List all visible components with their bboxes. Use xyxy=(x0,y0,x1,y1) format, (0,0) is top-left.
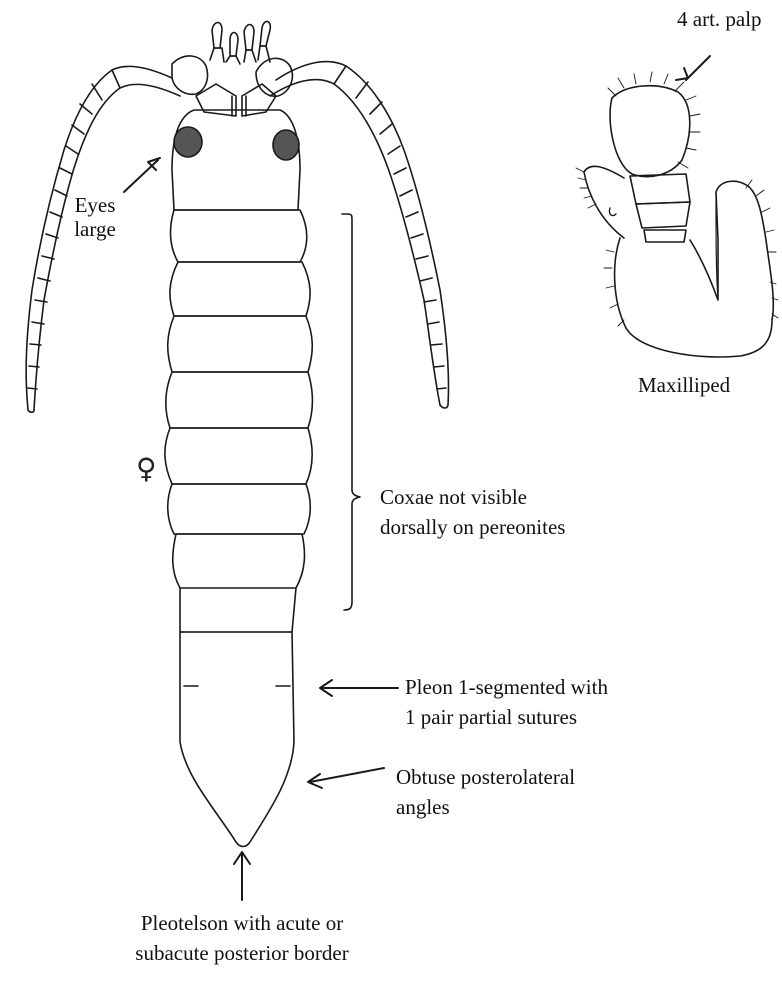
head xyxy=(172,110,300,210)
pereonite-2 xyxy=(170,262,310,316)
right-antenna-base xyxy=(256,58,292,96)
label-angles-line2: angles xyxy=(396,794,450,820)
label-coxae-line2: dorsally on pereonites xyxy=(380,514,565,540)
pereonite-4 xyxy=(166,372,313,428)
label-maxilliped: Maxilliped xyxy=(638,372,730,398)
pereonite-6 xyxy=(168,484,311,534)
arrow-angles xyxy=(310,768,384,782)
label-eyes-line1: Eyes xyxy=(60,192,130,218)
pereonite-7 xyxy=(173,534,305,588)
pereonites xyxy=(165,210,313,588)
label-coxae-line1: Coxae not visible xyxy=(380,484,527,510)
label-telson-line2: subacute posterior border xyxy=(92,940,392,966)
maxilliped xyxy=(576,72,778,357)
pereonite-5 xyxy=(165,428,312,484)
label-eyes-line2: large xyxy=(60,216,130,242)
setae xyxy=(576,72,778,326)
right-eye xyxy=(273,130,299,160)
palp-article-1 xyxy=(610,86,690,177)
pleotelson xyxy=(180,588,296,847)
pereonite-3 xyxy=(168,316,313,372)
label-angles-line1: Obtuse posterolateral xyxy=(396,764,575,790)
coxae-bracket xyxy=(342,214,360,610)
palp-article-4 xyxy=(644,230,686,242)
female-symbol: ♀ xyxy=(136,452,157,485)
label-palp: 4 art. palp xyxy=(677,6,762,32)
palp-article-3 xyxy=(636,202,690,228)
arrow-palp xyxy=(686,56,710,80)
pereonite-1 xyxy=(171,210,307,262)
label-telson-line1: Pleotelson with acute or xyxy=(92,910,392,936)
arrow-eyes xyxy=(124,160,158,192)
left-eye xyxy=(174,127,202,157)
left-antenna-base xyxy=(172,56,208,94)
label-pleon-line2: 1 pair partial sutures xyxy=(405,704,577,730)
label-pleon-line1: Pleon 1-segmented with xyxy=(405,674,608,700)
antennules xyxy=(196,21,276,116)
palp-article-2 xyxy=(630,174,690,204)
